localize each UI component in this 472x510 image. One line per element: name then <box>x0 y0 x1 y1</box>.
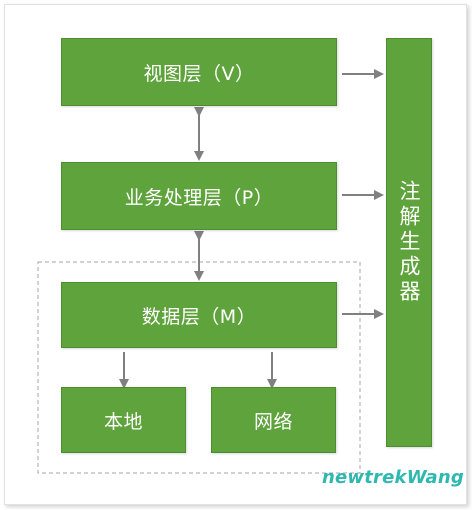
local-label: 本地 <box>103 410 143 433</box>
annotation-generator-label: 注解生成器 <box>397 180 421 305</box>
view-layer-box: 视图层（V） <box>61 38 337 106</box>
network-label: 网络 <box>253 410 293 433</box>
view-layer-label: 视图层（V） <box>143 62 255 85</box>
data-layer-box: 数据层（M） <box>61 282 337 348</box>
local-box: 本地 <box>61 387 186 453</box>
presenter-layer-label: 业务处理层（P） <box>124 186 274 209</box>
watermark-text: newtrekWang <box>322 467 464 488</box>
annotation-generator-box: 注解生成器 <box>386 38 432 447</box>
network-box: 网络 <box>211 387 336 453</box>
presenter-layer-box: 业务处理层（P） <box>61 162 337 230</box>
data-layer-label: 数据层（M） <box>141 305 257 328</box>
